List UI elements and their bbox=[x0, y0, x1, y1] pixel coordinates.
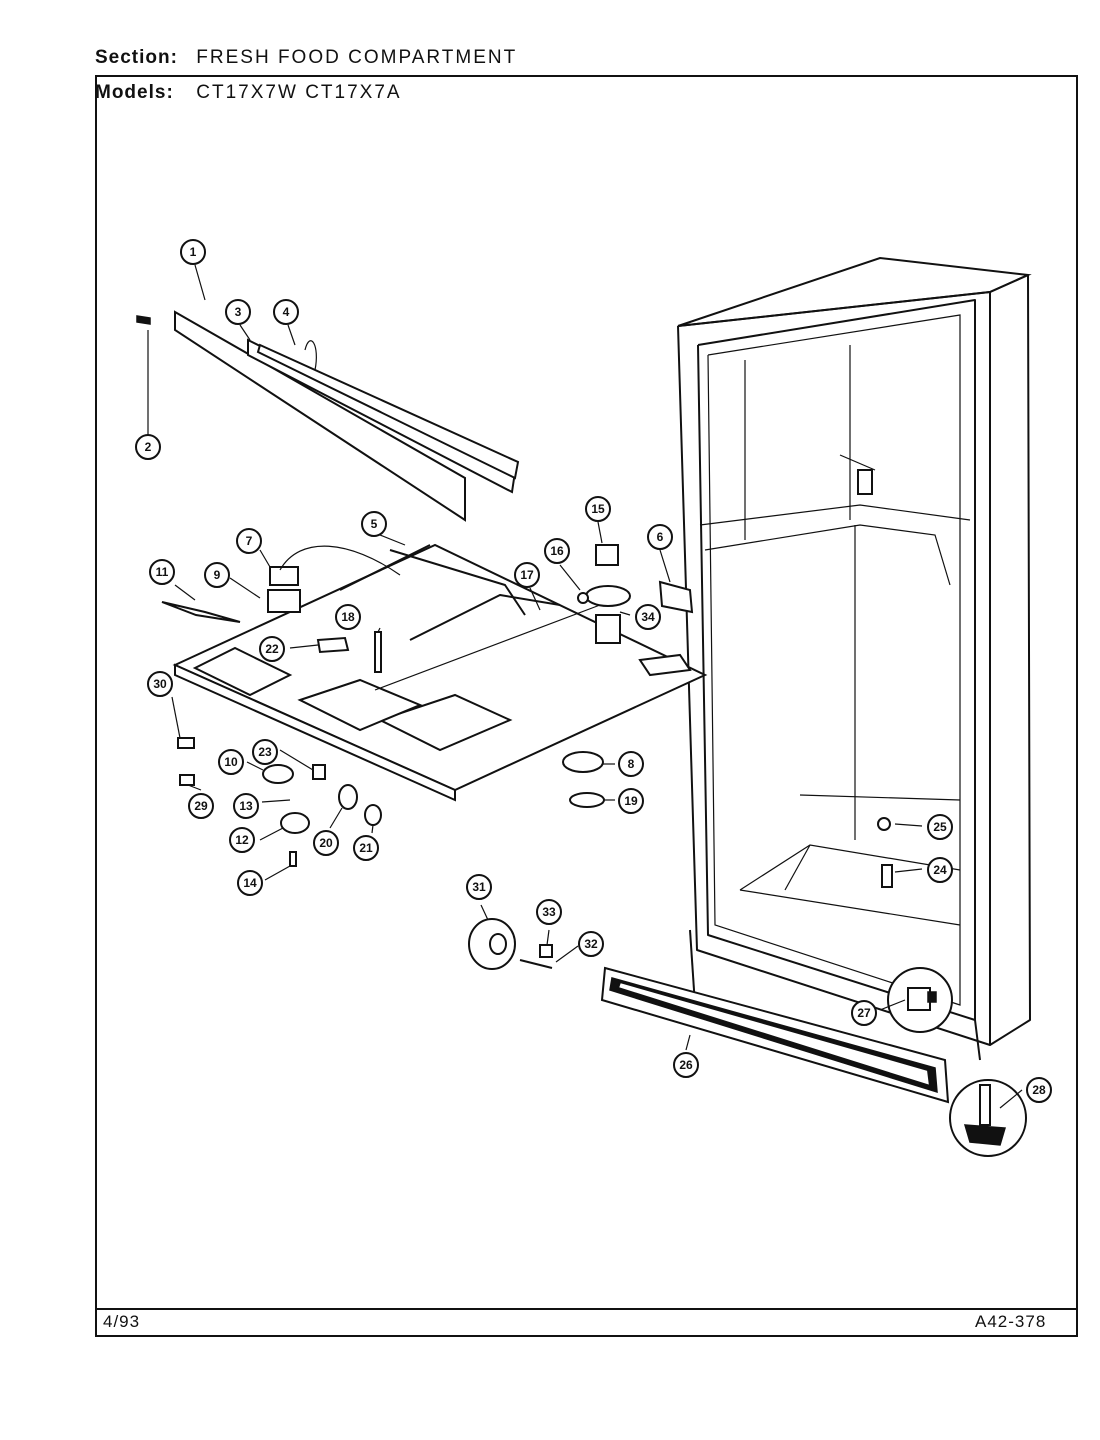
svg-text:25: 25 bbox=[933, 820, 947, 834]
callout-33: 33 bbox=[536, 899, 562, 925]
svg-text:1: 1 bbox=[190, 245, 197, 259]
callout-9: 9 bbox=[204, 562, 230, 588]
callout-10: 10 bbox=[218, 749, 244, 775]
callout-4: 4 bbox=[273, 299, 299, 325]
models-line: Models: CT17X7W CT17X7A bbox=[95, 82, 402, 104]
svg-text:12: 12 bbox=[235, 833, 249, 847]
svg-text:29: 29 bbox=[194, 799, 208, 813]
callout-bubbles: 1 2 3 4 5 6 7 8 9 10 11 12 13 14 15 16 1… bbox=[135, 239, 1052, 1103]
svg-text:6: 6 bbox=[657, 530, 664, 544]
svg-text:27: 27 bbox=[857, 1006, 871, 1020]
svg-text:11: 11 bbox=[156, 565, 169, 579]
callout-24: 24 bbox=[927, 857, 953, 883]
callout-26: 26 bbox=[673, 1052, 699, 1078]
callout-2: 2 bbox=[135, 434, 161, 460]
svg-text:8: 8 bbox=[628, 757, 635, 771]
svg-text:21: 21 bbox=[359, 841, 373, 855]
control-housing-plate bbox=[172, 543, 708, 802]
svg-text:31: 31 bbox=[472, 880, 486, 894]
small-parts bbox=[161, 544, 893, 970]
callout-14: 14 bbox=[237, 870, 263, 896]
svg-text:19: 19 bbox=[624, 794, 638, 808]
footer-drawing-number: A42-378 bbox=[975, 1312, 1047, 1331]
callout-19: 19 bbox=[618, 788, 644, 814]
svg-text:28: 28 bbox=[1032, 1083, 1046, 1097]
svg-text:20: 20 bbox=[319, 836, 333, 850]
callout-25: 25 bbox=[927, 814, 953, 840]
section-label: Section: bbox=[95, 47, 178, 68]
svg-text:5: 5 bbox=[371, 517, 378, 531]
callout-28: 28 bbox=[1026, 1077, 1052, 1103]
callout-11: 11 bbox=[149, 559, 175, 585]
svg-text:17: 17 bbox=[520, 568, 534, 582]
callout-32: 32 bbox=[578, 931, 604, 957]
callout-15: 15 bbox=[585, 496, 611, 522]
callout-8: 8 bbox=[618, 751, 644, 777]
svg-text:26: 26 bbox=[679, 1058, 693, 1072]
callout-12: 12 bbox=[229, 827, 255, 853]
section-line: Section: FRESH FOOD COMPARTMENT bbox=[95, 47, 517, 69]
svg-text:34: 34 bbox=[641, 610, 655, 624]
svg-text:18: 18 bbox=[341, 610, 355, 624]
footer-divider bbox=[95, 1308, 1078, 1310]
svg-text:14: 14 bbox=[243, 876, 257, 890]
svg-text:32: 32 bbox=[584, 937, 598, 951]
callout-5: 5 bbox=[361, 511, 387, 537]
svg-text:7: 7 bbox=[246, 534, 253, 548]
callout-23: 23 bbox=[252, 739, 278, 765]
callout-3: 3 bbox=[225, 299, 251, 325]
callout-7: 7 bbox=[236, 528, 262, 554]
callout-31: 31 bbox=[466, 874, 492, 900]
callout-17: 17 bbox=[514, 562, 540, 588]
drawing-frame bbox=[95, 75, 1078, 1337]
callout-29: 29 bbox=[188, 793, 214, 819]
callout-16: 16 bbox=[544, 538, 570, 564]
detail-bubbles bbox=[887, 967, 1027, 1157]
models-list: CT17X7W CT17X7A bbox=[196, 82, 402, 103]
svg-text:2: 2 bbox=[145, 440, 152, 454]
svg-text:16: 16 bbox=[550, 544, 564, 558]
svg-text:4: 4 bbox=[283, 305, 290, 319]
toe-grille bbox=[600, 966, 950, 1104]
footer-date: 4/93 bbox=[103, 1312, 141, 1331]
trim-bars bbox=[136, 310, 520, 522]
svg-text:23: 23 bbox=[258, 745, 272, 759]
svg-text:24: 24 bbox=[933, 863, 947, 877]
svg-text:9: 9 bbox=[214, 568, 221, 582]
svg-text:33: 33 bbox=[542, 905, 556, 919]
callout-6: 6 bbox=[647, 524, 673, 550]
section-title: FRESH FOOD COMPARTMENT bbox=[196, 47, 518, 68]
callout-34: 34 bbox=[635, 604, 661, 630]
svg-text:3: 3 bbox=[235, 305, 242, 319]
callout-30: 30 bbox=[147, 671, 173, 697]
callout-18: 18 bbox=[335, 604, 361, 630]
callout-21: 21 bbox=[353, 835, 379, 861]
leader-lines bbox=[147, 264, 1023, 1109]
svg-text:10: 10 bbox=[224, 755, 238, 769]
models-label: Models: bbox=[95, 82, 174, 103]
callout-27: 27 bbox=[851, 1000, 877, 1026]
callout-1: 1 bbox=[180, 239, 206, 265]
svg-text:15: 15 bbox=[591, 502, 605, 516]
svg-text:13: 13 bbox=[239, 799, 253, 813]
callout-22: 22 bbox=[259, 636, 285, 662]
refrigerator-cabinet bbox=[677, 256, 1032, 1061]
svg-text:30: 30 bbox=[153, 677, 167, 691]
svg-text:22: 22 bbox=[265, 642, 279, 656]
callout-20: 20 bbox=[313, 830, 339, 856]
callout-13: 13 bbox=[233, 793, 259, 819]
